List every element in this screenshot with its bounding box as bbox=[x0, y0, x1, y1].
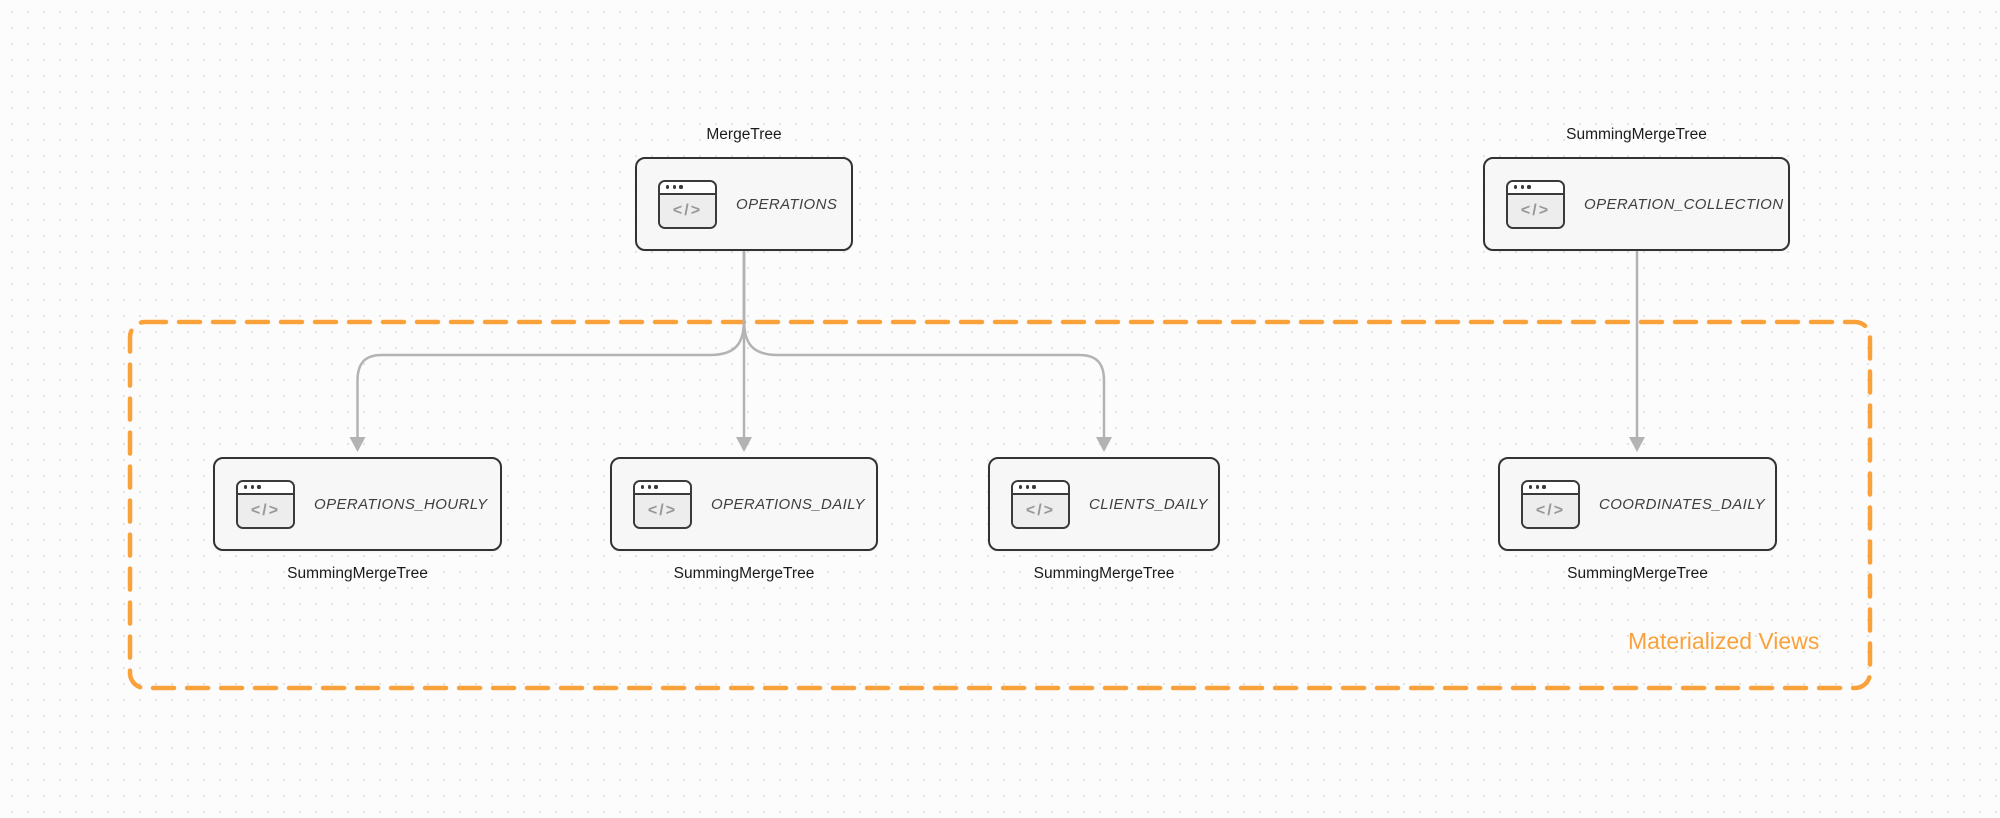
node-title: OPERATIONS bbox=[736, 195, 838, 213]
node-title: CLIENTS_DAILY bbox=[1089, 495, 1208, 513]
code-glyph: </> bbox=[660, 194, 715, 227]
node-box-coordinates-daily[interactable]: </> COORDINATES_DAILY bbox=[1498, 457, 1777, 551]
code-glyph: </> bbox=[635, 494, 690, 527]
node-operations-daily: </> OPERATIONS_DAILY SummingMergeTree bbox=[610, 457, 878, 583]
code-glyph: </> bbox=[1013, 494, 1068, 527]
node-operations: MergeTree </> OPERATIONS bbox=[635, 125, 853, 251]
edge-operations-to-operations-hourly bbox=[349, 250, 746, 452]
node-clients-daily: </> CLIENTS_DAILY SummingMergeTree bbox=[988, 457, 1220, 583]
node-box-operations-hourly[interactable]: </> OPERATIONS_HOURLY bbox=[213, 457, 502, 551]
code-window-icon: </> bbox=[658, 179, 717, 229]
arrowhead-icon bbox=[1629, 437, 1645, 452]
node-title: OPERATION_COLLECTION bbox=[1584, 195, 1784, 213]
node-operation-collection: SummingMergeTree </> OPERATION_COLLECTIO… bbox=[1483, 125, 1790, 251]
code-glyph: </> bbox=[1508, 194, 1563, 227]
code-window-icon: </> bbox=[633, 479, 692, 529]
edge-operations-to-clients-daily bbox=[742, 250, 1112, 452]
arrowhead-icon bbox=[736, 437, 752, 452]
engine-label: SummingMergeTree bbox=[1033, 565, 1175, 582]
code-window-icon: </> bbox=[1011, 479, 1070, 529]
node-box-operation-collection[interactable]: </> OPERATION_COLLECTION bbox=[1483, 157, 1790, 251]
engine-label: MergeTree bbox=[706, 126, 782, 143]
edge-operations-to-operations-daily bbox=[736, 250, 752, 452]
materialized-views-label: Materialized Views bbox=[1628, 628, 1820, 654]
node-box-operations-daily[interactable]: </> OPERATIONS_DAILY bbox=[610, 457, 878, 551]
code-glyph: </> bbox=[238, 494, 293, 527]
node-operations-hourly: </> OPERATIONS_HOURLY SummingMergeTree bbox=[213, 457, 502, 583]
node-box-clients-daily[interactable]: </> CLIENTS_DAILY bbox=[988, 457, 1220, 551]
node-box-operations[interactable]: </> OPERATIONS bbox=[635, 157, 853, 251]
node-coordinates-daily: </> COORDINATES_DAILY SummingMergeTree bbox=[1498, 457, 1777, 583]
arrowhead-icon bbox=[1096, 437, 1112, 452]
node-title: OPERATIONS_DAILY bbox=[711, 495, 865, 513]
code-window-icon: </> bbox=[1506, 179, 1565, 229]
code-window-icon: </> bbox=[1521, 479, 1580, 529]
code-glyph: </> bbox=[1523, 494, 1578, 527]
engine-label: SummingMergeTree bbox=[1567, 565, 1708, 582]
edge-operation-collection-to-coordinates-daily bbox=[1629, 250, 1645, 452]
node-title: COORDINATES_DAILY bbox=[1599, 495, 1766, 513]
code-window-icon: </> bbox=[236, 479, 295, 529]
engine-label: SummingMergeTree bbox=[1566, 126, 1707, 143]
arrowhead-icon bbox=[349, 437, 366, 452]
engine-label: SummingMergeTree bbox=[287, 565, 428, 582]
engine-label: SummingMergeTree bbox=[673, 565, 815, 582]
node-title: OPERATIONS_HOURLY bbox=[314, 495, 488, 513]
